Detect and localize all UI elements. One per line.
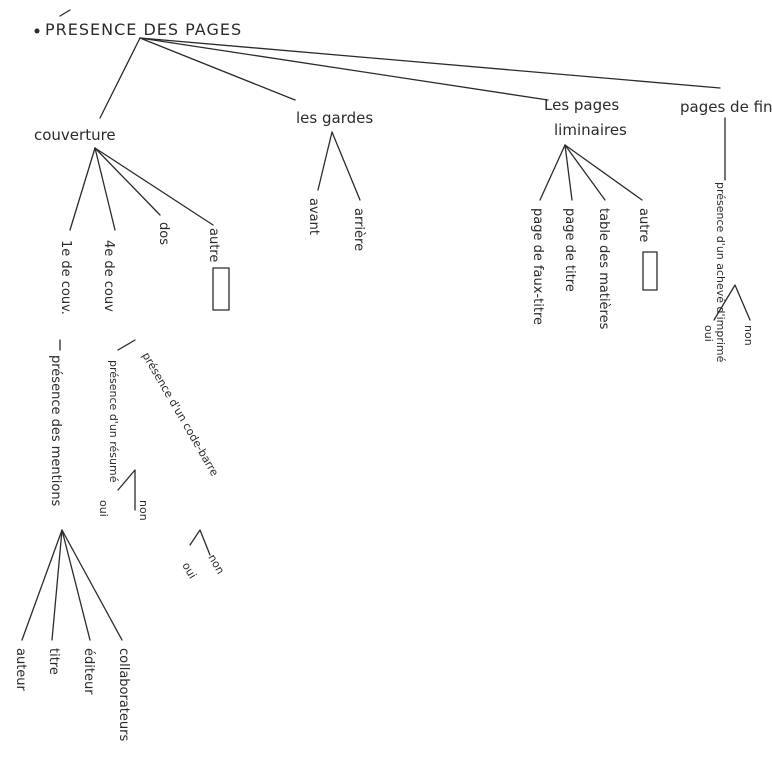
- edge-mention-titre: [51, 529, 63, 641]
- edge-root-liminaires: [139, 37, 549, 101]
- lim-titre: page de titre: [562, 208, 577, 292]
- mention-editeur: éditeur: [81, 648, 96, 695]
- c1-label: 1e de couv.: [58, 240, 73, 315]
- edge-lim-faux-titre: [539, 144, 566, 201]
- edge-gardes-avant: [317, 131, 333, 191]
- edge-couv-dos: [94, 147, 161, 216]
- liminaires-label-line2: liminaires: [554, 121, 627, 139]
- edge-lim-autre: [564, 144, 643, 201]
- lim-autre-box: [642, 251, 658, 291]
- gardes-arriere: arrière: [351, 208, 366, 251]
- lim-faux-titre: page de faux-titre: [530, 208, 545, 325]
- edge-mention-collab: [61, 529, 123, 641]
- lim-autre: autre: [636, 208, 651, 242]
- autre-box: [212, 267, 230, 311]
- mention-collab: collaborateurs: [116, 648, 131, 741]
- dos-label: dos: [156, 222, 171, 245]
- gardes-avant: avant: [306, 198, 321, 235]
- presence-mentions-label: présence des mentions: [48, 355, 63, 507]
- edge-couv-c4: [94, 147, 116, 231]
- fin-acheve-label: présence d'un achevé d'imprimé: [714, 182, 727, 363]
- autre-label: autre: [206, 228, 221, 262]
- edge-c4-branch: [117, 339, 136, 351]
- codebarre-no: non: [205, 552, 227, 576]
- edge-couv-autre: [94, 147, 214, 226]
- resume-yes: oui: [97, 500, 110, 517]
- bullet-dot: [34, 28, 40, 34]
- gardes-label: les gardes: [296, 109, 373, 127]
- c4-label: 4e de couv: [101, 240, 116, 312]
- fin-yes: oui: [702, 325, 715, 342]
- edge-resume-yes-no: [117, 469, 136, 511]
- edge-lim-titre: [564, 144, 573, 201]
- codebarre-yes: oui: [179, 560, 199, 581]
- mention-titre: titre: [46, 648, 61, 675]
- edge-gardes-arriere: [331, 131, 361, 201]
- edge-root-couverture: [99, 37, 141, 119]
- root-label: PRESENCE DES PAGES: [45, 20, 242, 39]
- edge-root-fin: [139, 37, 721, 89]
- edge-couv-c1: [69, 147, 96, 231]
- resume-no: non: [137, 500, 150, 521]
- edge-mention-auteur: [21, 529, 63, 641]
- edge-codebarre-yes-no: [189, 529, 211, 556]
- edge-mention-editeur: [61, 529, 91, 641]
- mention-auteur: auteur: [13, 648, 28, 692]
- fin-label: pages de fin: [680, 98, 772, 116]
- resume-label: présence d'un résumé: [107, 360, 120, 483]
- edge-lim-table: [564, 144, 606, 201]
- edge-root-gardes: [139, 37, 296, 101]
- fin-no: non: [742, 325, 755, 346]
- edge-fin-yes-no: [713, 284, 751, 321]
- codebarre-label: présence d'un code-barre: [139, 350, 221, 479]
- liminaires-label-line1: Les pages: [544, 96, 619, 114]
- lim-table: table des matières: [596, 208, 611, 330]
- couverture-label: couverture: [34, 126, 116, 144]
- accent-mark: [59, 9, 71, 17]
